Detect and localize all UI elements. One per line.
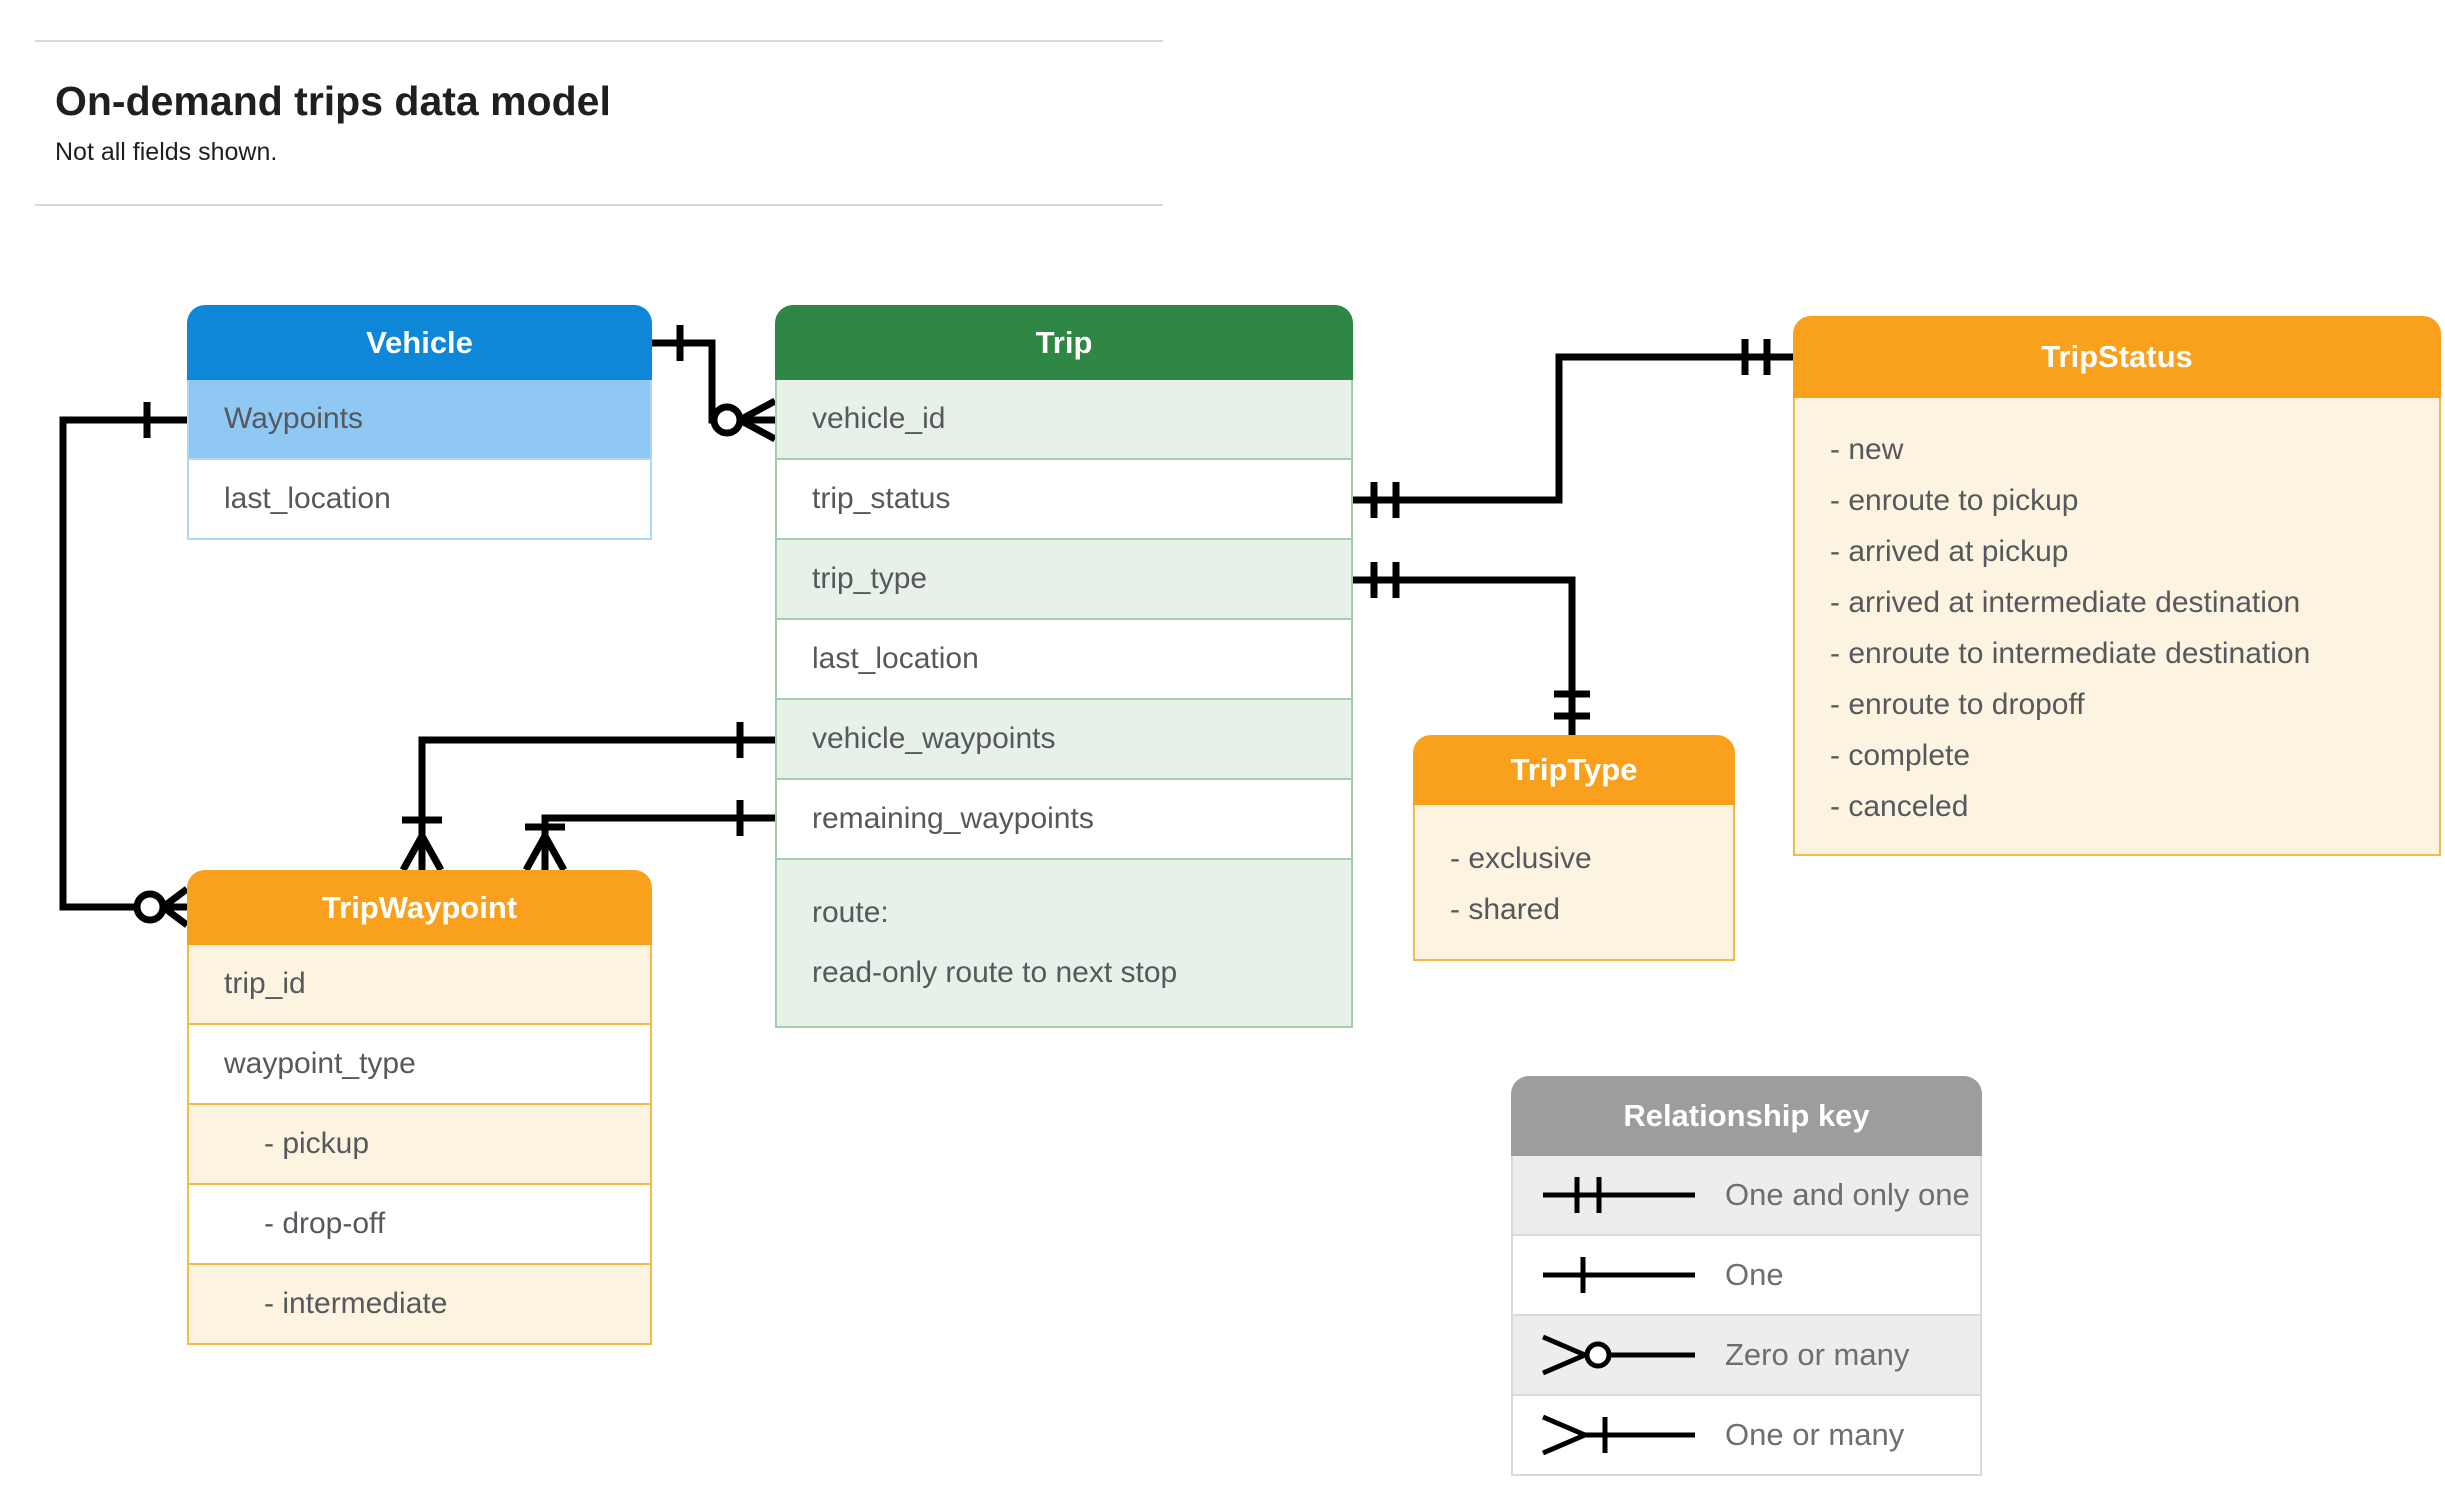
- one-and-only-one-symbol: [1543, 1177, 1695, 1213]
- zero-circle: [710, 403, 744, 437]
- crow-foot-down: [522, 834, 568, 872]
- key-label: One and only one: [1725, 1177, 1970, 1212]
- zero-or-many-symbol: [1542, 1334, 1695, 1376]
- entity-tripwaypoint-body: trip_id waypoint_type - pickup - drop-of…: [187, 945, 652, 1345]
- status-value: - enroute to dropoff: [1830, 688, 2085, 721]
- key-label: One or many: [1725, 1417, 1905, 1452]
- crow-foot-right: [738, 397, 777, 443]
- key-label: Zero or many: [1725, 1337, 1910, 1372]
- bottom-divider: [35, 204, 1163, 206]
- entity-tripstatus-body: - new - enroute to pickup - arrived at p…: [1793, 398, 2441, 856]
- triptype-value-shared: - shared: [1450, 893, 1561, 926]
- waypoint-value-dropoff: - drop-off: [189, 1185, 650, 1265]
- page-subtitle: Not all fields shown.: [55, 138, 278, 166]
- zero-circle: [133, 890, 167, 924]
- entity-trip-header: Trip: [775, 305, 1353, 380]
- waypoint-value-pickup: - pickup: [189, 1105, 650, 1185]
- status-value: - enroute to pickup: [1830, 484, 2079, 517]
- entity-vehicle: Vehicle Waypoints last_location: [187, 305, 652, 540]
- one-or-many-symbol: [1542, 1414, 1695, 1456]
- field-last-location: last_location: [224, 482, 391, 515]
- entity-trip-body: vehicle_id trip_status trip_type last_lo…: [775, 380, 1353, 1028]
- field-waypoint-type: waypoint_type: [189, 1025, 650, 1105]
- top-divider: [35, 40, 1163, 42]
- field-remaining-waypoints: remaining_waypoints: [777, 780, 1351, 860]
- status-value: - enroute to intermediate destination: [1830, 637, 2311, 670]
- entity-vehicle-header: Vehicle: [187, 305, 652, 380]
- status-value: - arrived at pickup: [1830, 535, 2069, 568]
- field-trip-type: trip_type: [777, 540, 1351, 620]
- entity-triptype-body: - exclusive - shared: [1413, 805, 1735, 961]
- relationship-key-body: One and only one One Zero or many: [1511, 1156, 1982, 1476]
- key-row-one-or-many: One or many: [1513, 1396, 1980, 1474]
- field-vehicle-id: vehicle_id: [777, 380, 1351, 460]
- entity-trip: Trip vehicle_id trip_status trip_type la…: [775, 305, 1353, 1028]
- page-title: On-demand trips data model: [55, 78, 611, 124]
- status-value: - complete: [1830, 739, 1971, 772]
- crow-foot-down: [399, 834, 445, 872]
- status-value: - new: [1830, 433, 1904, 466]
- field-waypoints: Waypoints: [189, 380, 650, 460]
- connector-vehicle-tripwaypoint: [59, 416, 187, 911]
- route-label: route:: [812, 896, 889, 929]
- field-trip-id: trip_id: [189, 945, 650, 1025]
- key-row-one-and-only-one: One and only one: [1513, 1156, 1980, 1236]
- connector-trip-tripstatus: [1353, 353, 1793, 504]
- relationship-key-header: Relationship key: [1511, 1076, 1982, 1156]
- entity-tripstatus-header: TripStatus: [1793, 316, 2441, 398]
- crow-foot-right: [160, 886, 190, 928]
- status-value: - canceled: [1830, 790, 1969, 823]
- field-last-location: last_location: [777, 620, 1351, 700]
- relationship-key: Relationship key One and only one One: [1511, 1076, 1982, 1476]
- connector-trip-vehicle-waypoints: [418, 736, 775, 836]
- entity-tripwaypoint-header: TripWaypoint: [187, 870, 652, 945]
- connector-trip-triptype: [1353, 576, 1576, 735]
- field-trip-status: trip_status: [777, 460, 1351, 540]
- connector-vehicle-trip: [652, 339, 716, 424]
- entity-vehicle-body: Waypoints last_location: [187, 380, 652, 540]
- key-row-zero-or-many: Zero or many: [1513, 1316, 1980, 1396]
- status-value: - arrived at intermediate destination: [1830, 586, 2301, 619]
- connector-trip-remaining-waypoints: [541, 814, 775, 836]
- triptype-value-exclusive: - exclusive: [1450, 842, 1592, 875]
- entity-tripstatus: TripStatus - new - enroute to pickup - a…: [1793, 316, 2441, 856]
- waypoint-value-intermediate: - intermediate: [189, 1265, 650, 1343]
- route-description: read-only route to next stop: [812, 956, 1178, 989]
- entity-tripwaypoint: TripWaypoint trip_id waypoint_type - pic…: [187, 870, 652, 1345]
- entity-triptype: TripType - exclusive - shared: [1413, 735, 1735, 961]
- entity-triptype-header: TripType: [1413, 735, 1735, 805]
- field-route: route: read-only route to next stop: [777, 860, 1351, 1026]
- key-row-one: One: [1513, 1236, 1980, 1316]
- key-label: One: [1725, 1257, 1784, 1292]
- one-symbol: [1543, 1257, 1695, 1293]
- field-vehicle-waypoints: vehicle_waypoints: [777, 700, 1351, 780]
